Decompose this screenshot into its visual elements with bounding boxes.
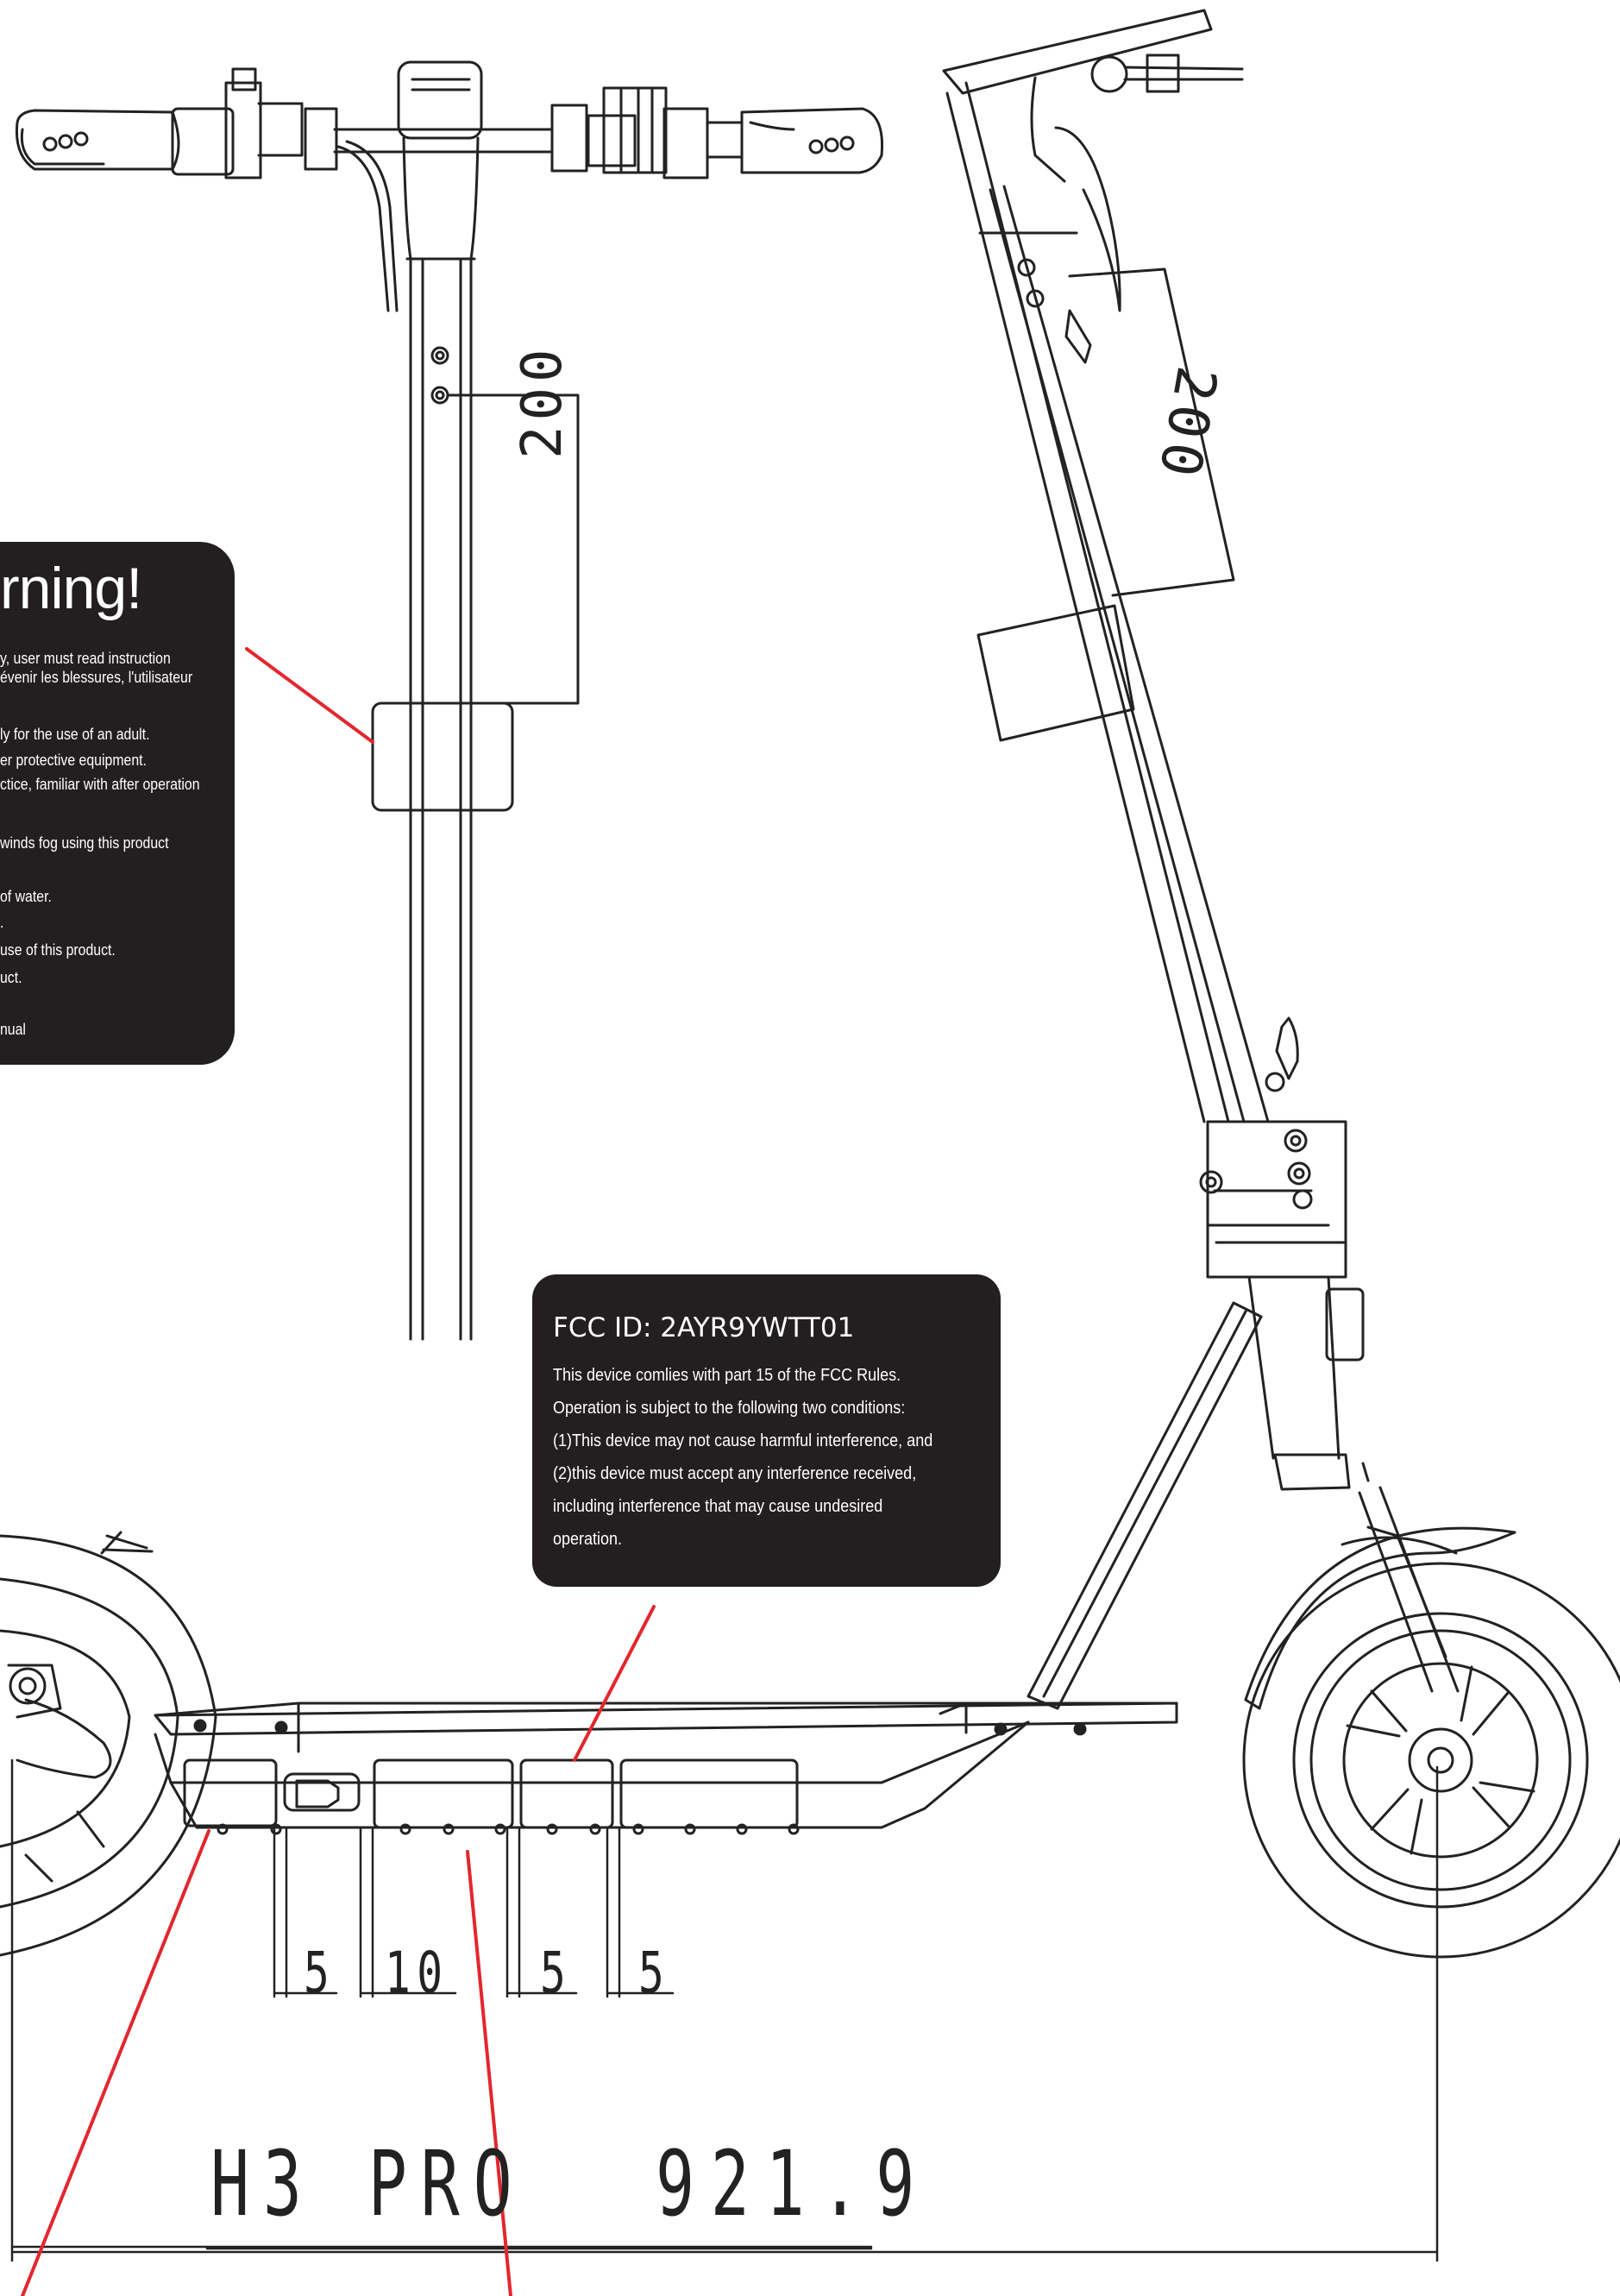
fcc-line: (2)this device must accept any interfere… bbox=[553, 1464, 917, 1483]
warning-line: y, user must read instruction bbox=[0, 650, 171, 667]
fcc-line: operation. bbox=[553, 1530, 623, 1549]
fcc-line: This device comlies with part 15 of the … bbox=[553, 1366, 901, 1385]
warning-title: rning! bbox=[0, 556, 142, 621]
deck-gap-dimension: 10 bbox=[385, 1940, 449, 2006]
warning-line: of water. bbox=[0, 888, 52, 905]
stem-front-dimension: 200 bbox=[511, 343, 575, 459]
deck-gap-dimension: 5 bbox=[540, 1940, 573, 2006]
dimension-lines bbox=[10, 1758, 1439, 2262]
front-handlebar bbox=[15, 67, 884, 312]
warning-label: rning! y, user must read instruction éve… bbox=[0, 542, 235, 1065]
deck-gap-dimension: 5 bbox=[304, 1940, 336, 2006]
fcc-title: FCC ID: 2AYR9YWTT01 bbox=[553, 1312, 855, 1343]
warning-line: ly for the use of an adult. bbox=[0, 726, 150, 743]
warning-line: use of this product. bbox=[0, 941, 116, 959]
fcc-line: (1)This device may not cause harmful int… bbox=[553, 1431, 933, 1450]
deck-gap-dimension: 5 bbox=[638, 1940, 671, 2006]
side-stem bbox=[942, 9, 1516, 1710]
rear-wheel bbox=[0, 1534, 217, 1957]
warning-line: ctice, familiar with after operation bbox=[0, 776, 200, 793]
warning-line: winds fog using this product bbox=[0, 834, 169, 852]
deck bbox=[16, 1301, 1263, 1835]
overall-length-dimension: 921.9 bbox=[656, 2131, 932, 2236]
fcc-label: FCC ID: 2AYR9YWTT01 This device comlies … bbox=[532, 1274, 1001, 1587]
warning-line: . bbox=[0, 914, 4, 931]
warning-line: évenir les blessures, l'utilisateur bbox=[0, 669, 193, 686]
fcc-line: Operation is subject to the following tw… bbox=[553, 1399, 906, 1418]
model-name: H3 PRO bbox=[210, 2131, 526, 2236]
warning-line: er protective equipment. bbox=[0, 752, 147, 769]
warning-line: nual bbox=[0, 1021, 26, 1038]
fcc-line: including interference that may cause un… bbox=[553, 1497, 883, 1516]
leader-lines bbox=[21, 647, 656, 2296]
warning-line: uct. bbox=[0, 969, 22, 986]
front-wheel bbox=[1242, 1562, 1620, 1959]
front-stem bbox=[371, 60, 580, 1341]
